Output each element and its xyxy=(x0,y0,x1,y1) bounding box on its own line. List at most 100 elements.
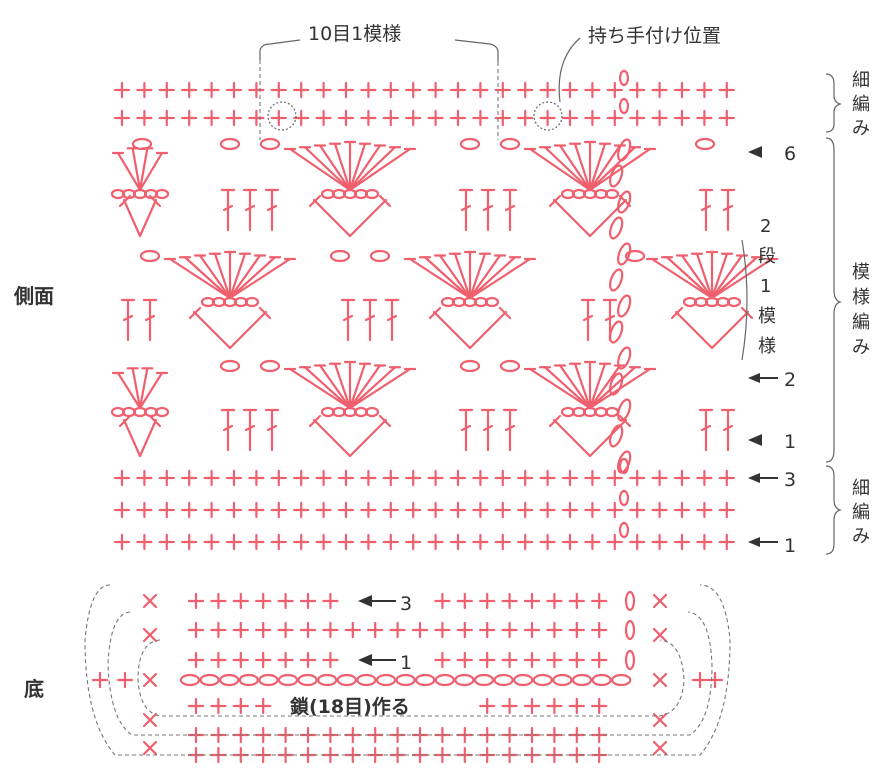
chain-symbol xyxy=(617,294,632,318)
single-crochet-symbol xyxy=(673,469,691,487)
treble-symbol xyxy=(480,408,496,452)
chain-symbol xyxy=(609,164,624,188)
repeat-bracket-right xyxy=(454,39,499,62)
single-crochet-rows xyxy=(113,69,735,551)
chain-symbol xyxy=(244,296,260,308)
treble-symbol xyxy=(502,188,518,232)
single-crochet-symbol xyxy=(561,109,579,127)
single-crochet-symbol xyxy=(539,533,556,551)
single-crochet-symbol xyxy=(427,469,444,487)
single-crochet-symbol xyxy=(158,533,175,551)
single-crochet-symbol xyxy=(568,621,585,639)
chain-symbol xyxy=(618,521,630,539)
single-crochet-symbol xyxy=(427,109,444,127)
single-crochet-symbol xyxy=(561,501,579,519)
v-stitch-symbol xyxy=(670,306,754,350)
chain-symbol xyxy=(617,346,632,370)
single-crochet-symbol xyxy=(561,533,579,551)
chain-symbol xyxy=(375,673,397,687)
v-stitch-symbol xyxy=(308,194,392,238)
chain-symbol xyxy=(571,673,593,687)
single-crochet-symbol xyxy=(337,469,355,487)
treble-symbol xyxy=(720,188,736,232)
bottom-outline-outer xyxy=(84,584,731,756)
increase-symbol xyxy=(142,740,158,756)
single-crochet-symbol xyxy=(270,501,287,519)
single-crochet-symbol xyxy=(427,501,444,519)
chain-symbol xyxy=(317,673,338,687)
single-crochet-symbol xyxy=(546,621,563,639)
chain-symbol xyxy=(364,188,380,200)
svg-text:6: 6 xyxy=(784,143,796,165)
chain-symbol xyxy=(238,673,259,687)
single-crochet-symbol xyxy=(449,533,467,551)
treble-symbol xyxy=(720,408,736,452)
single-crochet-symbol xyxy=(629,533,646,551)
bottom-outline-mid xyxy=(107,611,713,736)
single-crochet-symbol xyxy=(248,469,265,487)
svg-text:2: 2 xyxy=(760,216,771,237)
single-crochet-symbol xyxy=(546,651,563,669)
single-crochet-symbol xyxy=(472,109,489,127)
single-crochet-symbol xyxy=(248,109,265,127)
svg-text:細: 細 xyxy=(852,70,870,91)
chain-symbol xyxy=(624,590,636,612)
row-marker-base-3: 3 xyxy=(355,590,417,615)
single-crochet-symbol xyxy=(360,469,377,487)
single-crochet-symbol xyxy=(158,469,175,487)
chain-symbol xyxy=(532,673,553,687)
chain-symbol xyxy=(624,649,636,671)
svg-text:1: 1 xyxy=(784,535,796,557)
arrow-left-icon xyxy=(358,595,372,607)
single-crochet-symbol xyxy=(591,592,608,610)
single-crochet-symbol xyxy=(568,651,585,669)
single-crochet-symbol xyxy=(472,501,489,519)
single-crochet-symbol xyxy=(187,651,205,669)
single-crochet-symbol xyxy=(270,469,287,487)
single-crochet-symbol xyxy=(606,109,623,127)
single-crochet-symbol xyxy=(584,533,601,551)
chain-symbol xyxy=(369,249,391,263)
chain-symbol xyxy=(459,359,481,373)
svg-text:1: 1 xyxy=(784,431,796,453)
single-crochet-symbol xyxy=(293,469,310,487)
single-crochet-symbol xyxy=(494,501,511,519)
shell-fan-symbol xyxy=(523,140,657,200)
single-crochet-symbol xyxy=(232,651,249,669)
row-marker-pattern-2: 2 xyxy=(748,369,796,391)
single-crochet-symbol xyxy=(479,592,496,610)
shell-fan-symbol xyxy=(523,360,657,418)
svg-text:2: 2 xyxy=(784,369,796,391)
single-crochet-symbol xyxy=(539,469,556,487)
single-crochet-symbol xyxy=(479,651,496,669)
single-crochet-symbol xyxy=(696,109,713,127)
treble-symbol xyxy=(362,298,378,342)
single-crochet-symbol xyxy=(427,533,444,551)
chain-symbol xyxy=(277,673,299,687)
single-crochet-symbol xyxy=(158,81,175,99)
single-crochet-symbol xyxy=(248,501,265,519)
chain-symbol xyxy=(259,359,281,373)
chain-symbol xyxy=(415,673,436,687)
two-rows-one-pattern-label: 2 段 1 模 様 xyxy=(741,216,776,361)
treble-symbol xyxy=(242,408,258,452)
chain-symbol xyxy=(459,137,481,151)
single-crochet-symbol xyxy=(691,671,709,689)
treble-symbol xyxy=(698,408,714,452)
single-crochet-symbol xyxy=(479,697,496,715)
single-crochet-symbol xyxy=(322,592,339,610)
single-crochet-symbol xyxy=(232,621,249,639)
single-crochet-symbol xyxy=(629,469,646,487)
chain-symbol xyxy=(499,359,521,373)
shell-fan-symbol xyxy=(163,250,297,308)
chain-symbol xyxy=(356,673,377,687)
single-crochet-symbol xyxy=(472,469,489,487)
single-crochet-symbol xyxy=(210,697,227,715)
single-crochet-symbol xyxy=(673,501,691,519)
bottom-outline-inner xyxy=(137,639,685,717)
single-crochet-symbol xyxy=(718,109,735,127)
row-marker-sc-1: 1 xyxy=(748,535,796,557)
v-stitch-symbol xyxy=(428,306,512,350)
single-crochet-symbol xyxy=(718,533,735,551)
single-crochet-symbol xyxy=(270,81,287,99)
